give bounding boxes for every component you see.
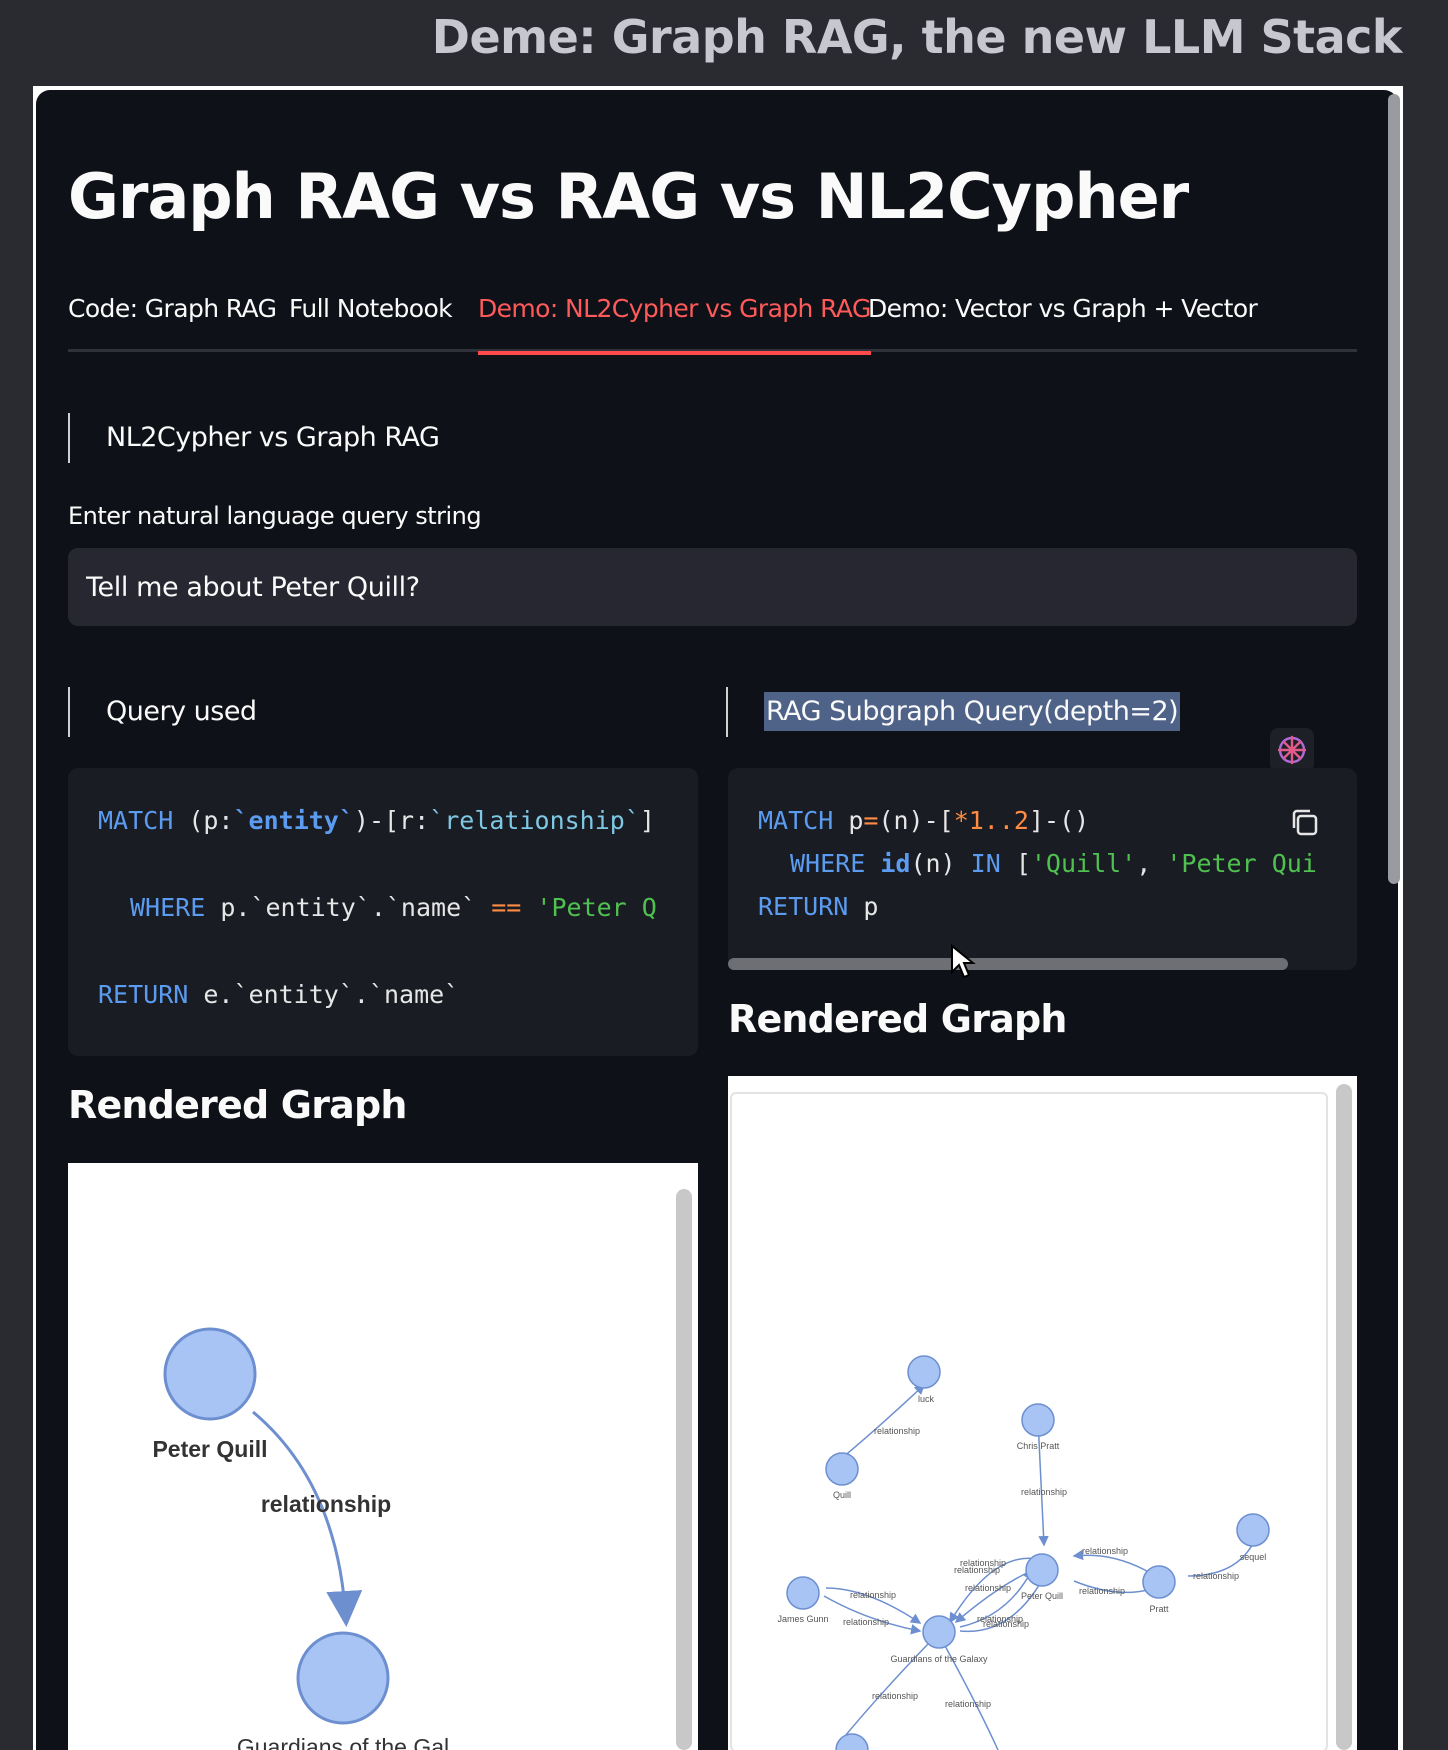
code-line-3: RETURN e.`entity`.`name` [98, 980, 460, 1009]
slide-title: Deme: Graph RAG, the new LLM Stack [431, 10, 1403, 64]
edge-label-4: relationship [1193, 1571, 1239, 1581]
node-chris-pratt[interactable] [1021, 1403, 1055, 1437]
node-pratt[interactable] [1142, 1565, 1176, 1599]
subgraph-code-block: MATCH p=(n)-[*1..2]-() WHERE id(n) IN ['… [728, 768, 1357, 970]
edge-label-9: relationship [977, 1614, 1023, 1624]
edge-james-gotg-1 [825, 1587, 922, 1624]
right-graph-scrollbar[interactable] [1336, 1084, 1352, 1750]
edge-label-10: relationship [983, 1619, 1029, 1629]
page-scrollbar[interactable] [1388, 94, 1400, 884]
code-line-1: MATCH p=(n)-[*1..2]-() [758, 806, 1090, 835]
tab-full-notebook[interactable]: Full Notebook [289, 294, 453, 323]
code-line-3: RETURN p [758, 892, 879, 921]
node-sequel[interactable] [1236, 1513, 1270, 1547]
page-title: Graph RAG vs RAG vs NL2Cypher [68, 160, 1189, 233]
tab-demo-nl2cypher[interactable]: Demo: NL2Cypher vs Graph RAG [478, 294, 871, 355]
label-chris-pratt: Chris Pratt [1017, 1441, 1060, 1451]
edge-james-gotg-2 [823, 1595, 922, 1635]
section-heading: NL2Cypher vs Graph RAG [68, 413, 440, 463]
node-guardians[interactable] [296, 1631, 390, 1725]
edge-label-2: relationship [1021, 1487, 1067, 1497]
label-peter-quill: Peter Quill [152, 1436, 267, 1462]
node-luck[interactable] [907, 1355, 941, 1389]
label-sequel: sequel [1240, 1552, 1267, 1562]
rag-subgraph-title: RAG Subgraph Query(depth=2) [764, 692, 1181, 731]
query-used-heading: Query used [68, 687, 257, 737]
code-line-2: WHERE p.`entity`.`name` == 'Peter Q [130, 893, 657, 922]
left-graph-scrollbar[interactable] [676, 1189, 692, 1750]
left-graph-svg[interactable]: Peter Quill relationship Guardians of th… [68, 1163, 698, 1750]
left-rendered-graph-title: Rendered Graph [68, 1083, 407, 1127]
edge-gotg-down-1 [839, 1643, 929, 1743]
edge-label-5: relationship [1079, 1586, 1125, 1596]
label-quill: Quill [833, 1490, 851, 1500]
left-graph-panel[interactable]: Peter Quill relationship Guardians of th… [68, 1163, 698, 1750]
code-line-1: MATCH (p:`entity`)-[r:`relationship`] [98, 806, 655, 835]
tab-bar: Code: Graph RAG Full Notebook Demo: NL2C… [68, 290, 1357, 355]
edge-label-13: relationship [872, 1691, 918, 1701]
right-graph-svg[interactable]: luck Quill Chris Pratt sequel Peter Quil… [728, 1076, 1328, 1750]
query-input[interactable] [68, 548, 1357, 626]
node-guardians[interactable] [922, 1615, 956, 1649]
edge-peter-to-gotg [252, 1410, 363, 1627]
query-used-title: Query used [106, 696, 257, 727]
code-horizontal-scrollbar[interactable] [728, 958, 1288, 970]
edge-gotg-down-2 [943, 1643, 999, 1750]
edge-quill-luck [841, 1383, 926, 1459]
label-guardians: Guardians of the Galaxy [890, 1654, 988, 1664]
label-james-gunn: James Gunn [777, 1614, 828, 1624]
edge-label-3: relationship [1082, 1546, 1128, 1556]
node-peter-quill[interactable] [1025, 1553, 1059, 1587]
code-line-2: WHERE id(n) IN ['Quill', 'Peter Qui [790, 849, 1317, 878]
node-bottom[interactable] [835, 1733, 869, 1750]
right-graph-inner-frame [730, 1092, 1328, 1750]
label-pratt: Pratt [1149, 1604, 1169, 1614]
openai-icon[interactable] [1270, 728, 1314, 772]
tab-code-graph-rag[interactable]: Code: Graph RAG [68, 294, 277, 323]
section-title: NL2Cypher vs Graph RAG [106, 422, 440, 453]
edge-label-12: relationship [843, 1617, 889, 1627]
node-james-gunn[interactable] [786, 1576, 820, 1610]
right-graph-panel[interactable]: luck Quill Chris Pratt sequel Peter Quil… [728, 1076, 1357, 1750]
label-relationship: relationship [261, 1491, 391, 1517]
node-peter-quill[interactable] [163, 1327, 257, 1421]
rag-subgraph-heading: RAG Subgraph Query(depth=2) [726, 687, 1181, 737]
label-guardians: Guardians of the Gal [237, 1734, 449, 1750]
edge-label-11: relationship [850, 1590, 896, 1600]
edge-label-7: relationship [954, 1565, 1000, 1575]
edge-peter-gotg-2 [949, 1557, 1039, 1624]
edge-label-8: relationship [965, 1583, 1011, 1593]
edge-label-1: relationship [874, 1426, 920, 1436]
tab-demo-vector[interactable]: Demo: Vector vs Graph + Vector [868, 294, 1258, 323]
edge-chris-peter [1037, 1419, 1049, 1547]
copy-icon[interactable] [1288, 806, 1322, 840]
query-label: Enter natural language query string [68, 502, 482, 530]
edge-gotg-peter-1 [959, 1568, 1033, 1628]
edge-label-14: relationship [945, 1699, 991, 1709]
cypher-code-block: MATCH (p:`entity`)-[r:`relationship`] WH… [68, 768, 698, 1056]
label-luck: luck [918, 1394, 935, 1404]
edge-label-6: relationship [960, 1558, 1006, 1568]
right-rendered-graph-title: Rendered Graph [728, 997, 1067, 1041]
label-peter-quill: Peter Quill [1021, 1591, 1063, 1601]
node-quill[interactable] [825, 1452, 859, 1486]
mouse-cursor-icon [951, 944, 976, 979]
